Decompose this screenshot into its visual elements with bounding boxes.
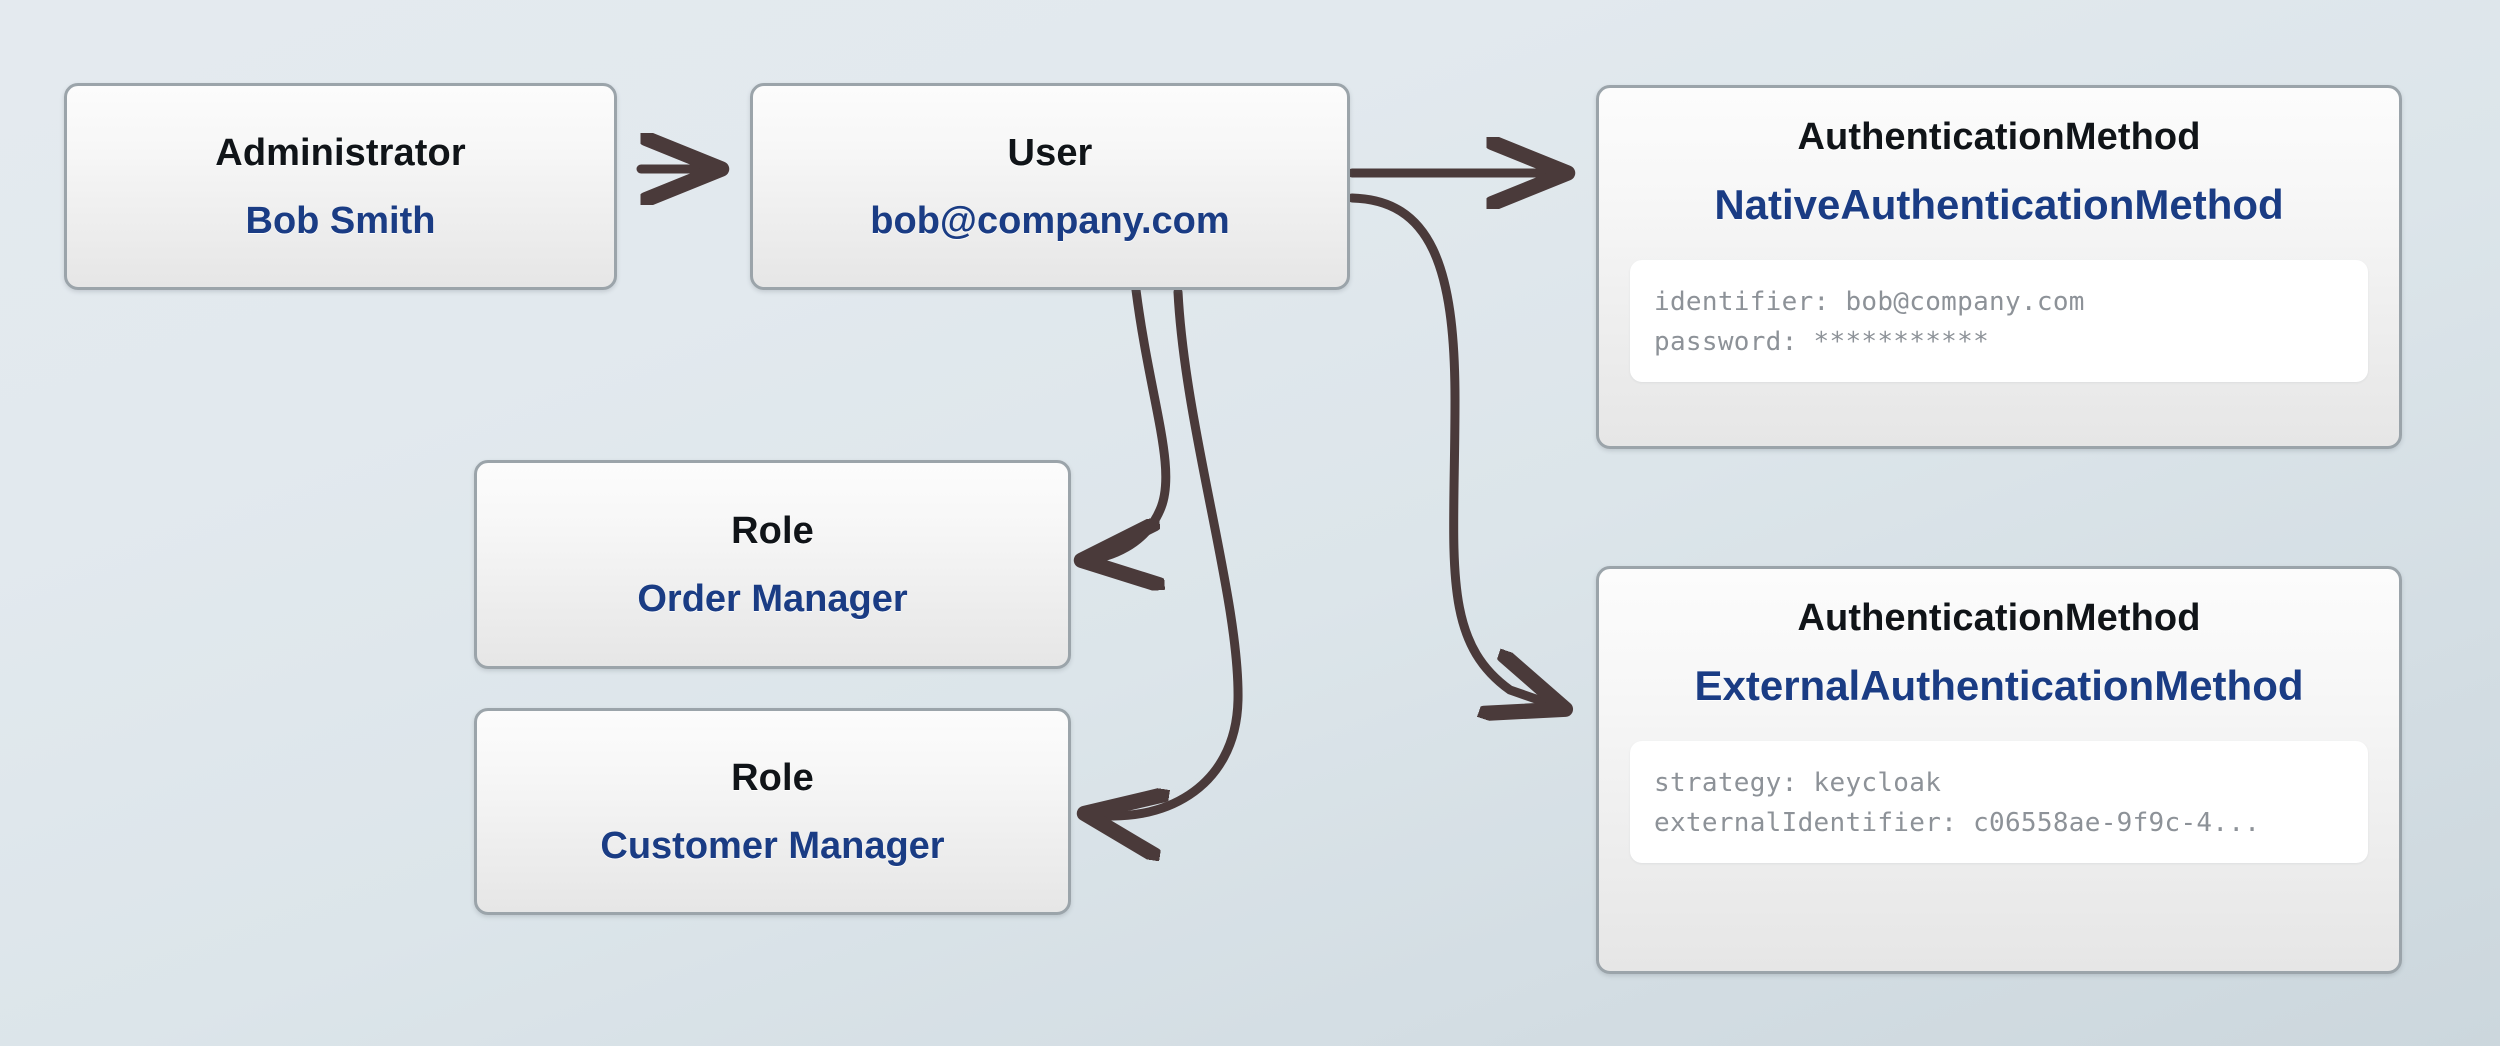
attribute-external-identifier: externalIdentifier: c06558ae-9f9c-4... xyxy=(1654,808,2261,838)
attribute-identifier: identifier: bob@company.com xyxy=(1654,287,2085,317)
node-user-type: User xyxy=(1007,131,1093,174)
node-administrator[interactable]: Administrator Bob Smith xyxy=(64,83,617,290)
edge-user-to-role-order-manager xyxy=(1085,285,1171,560)
node-external-authentication-method-type: AuthenticationMethod xyxy=(1797,597,2201,639)
node-administrator-type: Administrator xyxy=(215,131,466,174)
node-native-authentication-method-label: NativeAuthenticationMethod xyxy=(1714,181,2284,228)
node-native-authentication-method[interactable]: AuthenticationMethod NativeAuthenticatio… xyxy=(1596,85,2402,449)
node-role-customer-manager[interactable]: Role Customer Manager xyxy=(474,708,1071,915)
edge-user-to-external-auth xyxy=(1347,193,1562,708)
edge-user-to-role-customer-manager xyxy=(1088,287,1243,816)
node-role-customer-manager-type: Role xyxy=(731,756,814,799)
external-auth-attribute-panel: strategy: keycloak externalIdentifier: c… xyxy=(1630,741,2368,863)
node-user[interactable]: User bob@company.com xyxy=(750,83,1350,290)
node-role-customer-manager-label: Customer Manager xyxy=(600,824,945,867)
node-administrator-label: Bob Smith xyxy=(245,199,436,242)
native-auth-attribute-panel: identifier: bob@company.com password: **… xyxy=(1630,260,2368,382)
attribute-strategy: strategy: keycloak xyxy=(1654,768,1942,798)
node-user-label: bob@company.com xyxy=(870,199,1230,242)
attribute-password: password: *********** xyxy=(1654,327,1990,357)
node-native-authentication-method-type: AuthenticationMethod xyxy=(1797,116,2201,158)
node-external-authentication-method[interactable]: AuthenticationMethod ExternalAuthenticat… xyxy=(1596,566,2402,974)
node-external-authentication-method-label: ExternalAuthenticationMethod xyxy=(1694,662,2304,709)
node-role-order-manager-type: Role xyxy=(731,509,814,552)
node-role-order-manager-label: Order Manager xyxy=(637,577,908,620)
node-role-order-manager[interactable]: Role Order Manager xyxy=(474,460,1071,669)
